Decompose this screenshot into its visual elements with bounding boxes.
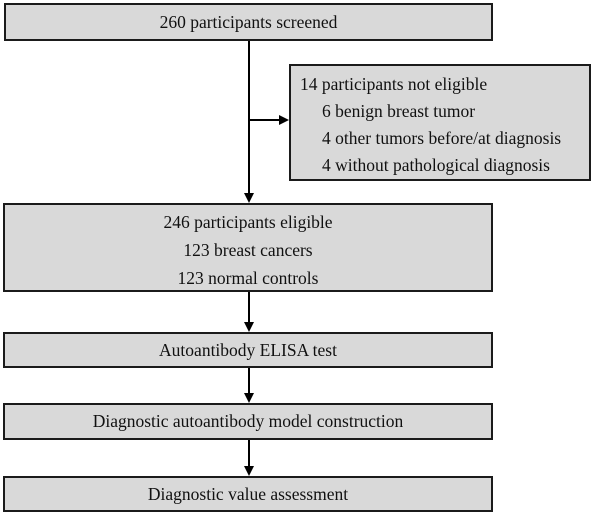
connector-screened-to-eligible-line [248,41,250,194]
box-participants-eligible: 246 participants eligible 123 breast can… [3,203,493,292]
not-eligible-item: 6 benign breast tumor [322,101,476,121]
connector-branch-not-eligible-line [249,119,279,121]
box-not-eligible-title: 14 participants not eligible [300,74,488,94]
arrowhead-down-icon [244,393,254,403]
box-model-construction-label: Diagnostic autoantibody model constructi… [92,411,404,431]
box-model-construction: Diagnostic autoantibody model constructi… [3,403,493,440]
arrowhead-down-icon [244,322,254,332]
connector-eligible-to-elisa-line [248,292,250,323]
arrowhead-down-icon [244,466,254,476]
box-participants-eligible-line: 123 breast cancers [183,240,313,260]
arrowhead-down-icon [244,193,254,203]
arrowhead-right-icon [279,115,289,125]
box-value-assessment: Diagnostic value assessment [3,476,493,512]
box-value-assessment-label: Diagnostic value assessment [147,483,349,504]
not-eligible-item: 4 other tumors before/at diagnosis [322,128,562,148]
not-eligible-item: 4 without pathological diagnosis [322,155,550,175]
box-participants-screened-label: 260 participants screened [159,11,338,32]
connector-elisa-to-model-line [248,368,250,394]
connector-model-to-assessment-line [248,440,250,467]
box-participants-screened: 260 participants screened [4,3,493,41]
box-elisa-test-label: Autoantibody ELISA test [159,339,337,360]
box-participants-eligible-line: 123 normal controls [177,268,319,288]
box-elisa-test: Autoantibody ELISA test [3,332,493,368]
box-participants-eligible-line: 246 participants eligible [163,212,333,232]
box-not-eligible: 14 participants not eligible 6 benign br… [289,64,591,181]
